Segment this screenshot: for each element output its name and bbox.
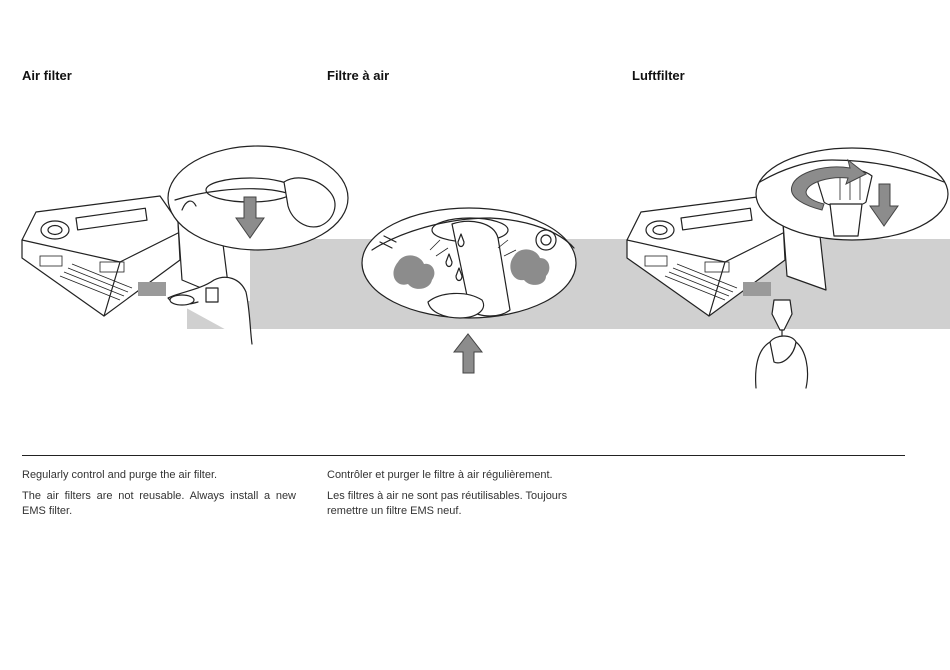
en-text-line2: The air filters are not reusable. Always… <box>22 489 296 519</box>
filter-3 <box>772 300 792 330</box>
section-divider <box>22 455 905 456</box>
fr-text-line2: Les filtres à air ne sont pas réutilisab… <box>327 489 607 519</box>
hand-3 <box>756 336 808 388</box>
fr-text-line1: Contrôler et purger le filtre à air régu… <box>327 468 605 483</box>
zoom-circle-3 <box>756 148 948 240</box>
en-text-line1: Regularly control and purge the air filt… <box>22 468 300 483</box>
